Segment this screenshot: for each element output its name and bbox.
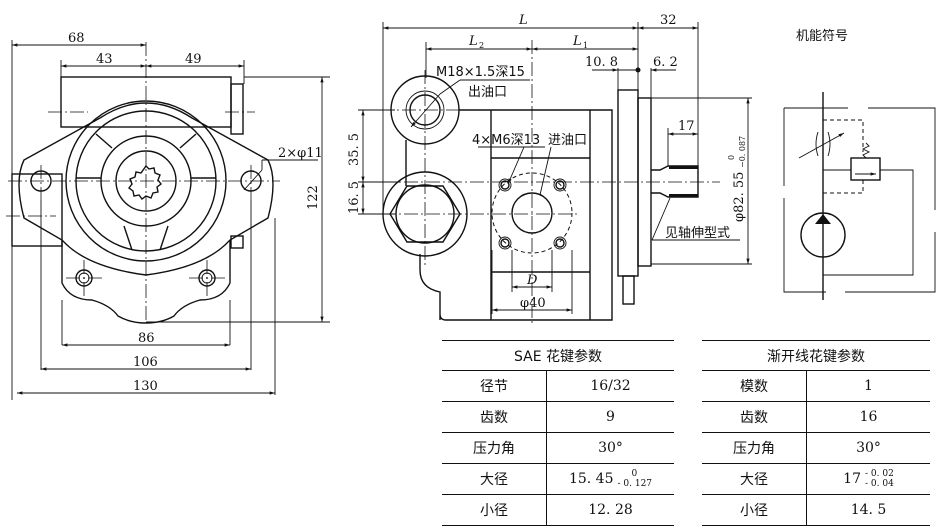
pump-icon: [800, 212, 846, 258]
outlet-label: 出油口: [468, 85, 507, 100]
lower-body-outline: [61, 240, 231, 324]
dim-16-5: 16. 5: [347, 181, 362, 214]
dim-130: 130: [133, 379, 158, 394]
outlet-thread-label: M18×1.5深15: [436, 65, 525, 80]
inlet-label: 进油口: [548, 133, 587, 148]
shaft-note: 见轴伸型式: [665, 226, 730, 241]
sae-table-title: SAE 花键参数: [442, 340, 674, 371]
drive-shaft: [651, 165, 699, 198]
dim-49: 49: [185, 52, 202, 67]
adjustable-arrow-icon: [798, 132, 845, 159]
pump-body-outline: [419, 109, 613, 321]
dim-17: 17: [678, 119, 695, 134]
dim-L: L: [518, 13, 528, 28]
dim-122: 122: [306, 185, 321, 210]
spline-shaft-icon: [128, 164, 162, 200]
dim-6-2: 6. 2: [653, 55, 678, 70]
flange-foot: [622, 275, 635, 305]
dim-32: 32: [660, 13, 677, 28]
front-view: 68 43 49 86 106 130 122 2×φ11: [6, 31, 330, 400]
spring-icon: [861, 142, 871, 159]
bolt-circle: [491, 172, 573, 254]
mounting-flange-outline: [18, 102, 274, 276]
dim-phi40: φ40: [520, 296, 546, 311]
hole-callout: 2×φ11: [278, 146, 323, 161]
dim-35-5: 35. 5: [347, 133, 362, 166]
dim-86: 86: [138, 331, 155, 346]
involute-table-title: 渐开线花键参数: [702, 340, 930, 371]
dim-68: 68: [68, 31, 85, 46]
inlet-bolts-label: 4×M6深13: [472, 133, 540, 148]
dim-10-8: 10. 8: [585, 55, 618, 70]
inlet-bolt-holes: [498, 178, 567, 250]
pump-triangle-icon: [815, 214, 831, 224]
dim-phi82: φ82. 55: [732, 172, 747, 222]
symbol-title: 机能符号: [796, 28, 848, 44]
dim-D: D: [526, 273, 538, 288]
hydraulic-symbol: 机能符号: [783, 28, 936, 300]
dim-106: 106: [133, 355, 158, 370]
dim-L1-sub: 1: [583, 41, 588, 50]
mounting-flange: [617, 89, 639, 277]
table-row: 大径 17- 0. 02- 0. 04: [702, 463, 930, 495]
dim-L2-sub: 2: [479, 41, 484, 50]
side-view: L L 2 L 1 32 10. 8 6. 2 17 35. 5 16. 5 D…: [347, 13, 752, 325]
drawing-canvas: 68 43 49 86 106 130 122 2×φ11: [6, 13, 936, 400]
dim-L2: L: [468, 34, 478, 49]
relief-valve-icon: [850, 157, 881, 181]
dim-43: 43: [96, 52, 113, 67]
dim-phi82-lower: −0. 087: [738, 136, 747, 168]
dim-L1: L: [572, 34, 582, 49]
symbol-frame: [783, 107, 936, 293]
side-flange-top: [230, 83, 244, 135]
dim-phi82-upper: 0: [727, 155, 736, 160]
orifice-icon: [815, 131, 831, 157]
